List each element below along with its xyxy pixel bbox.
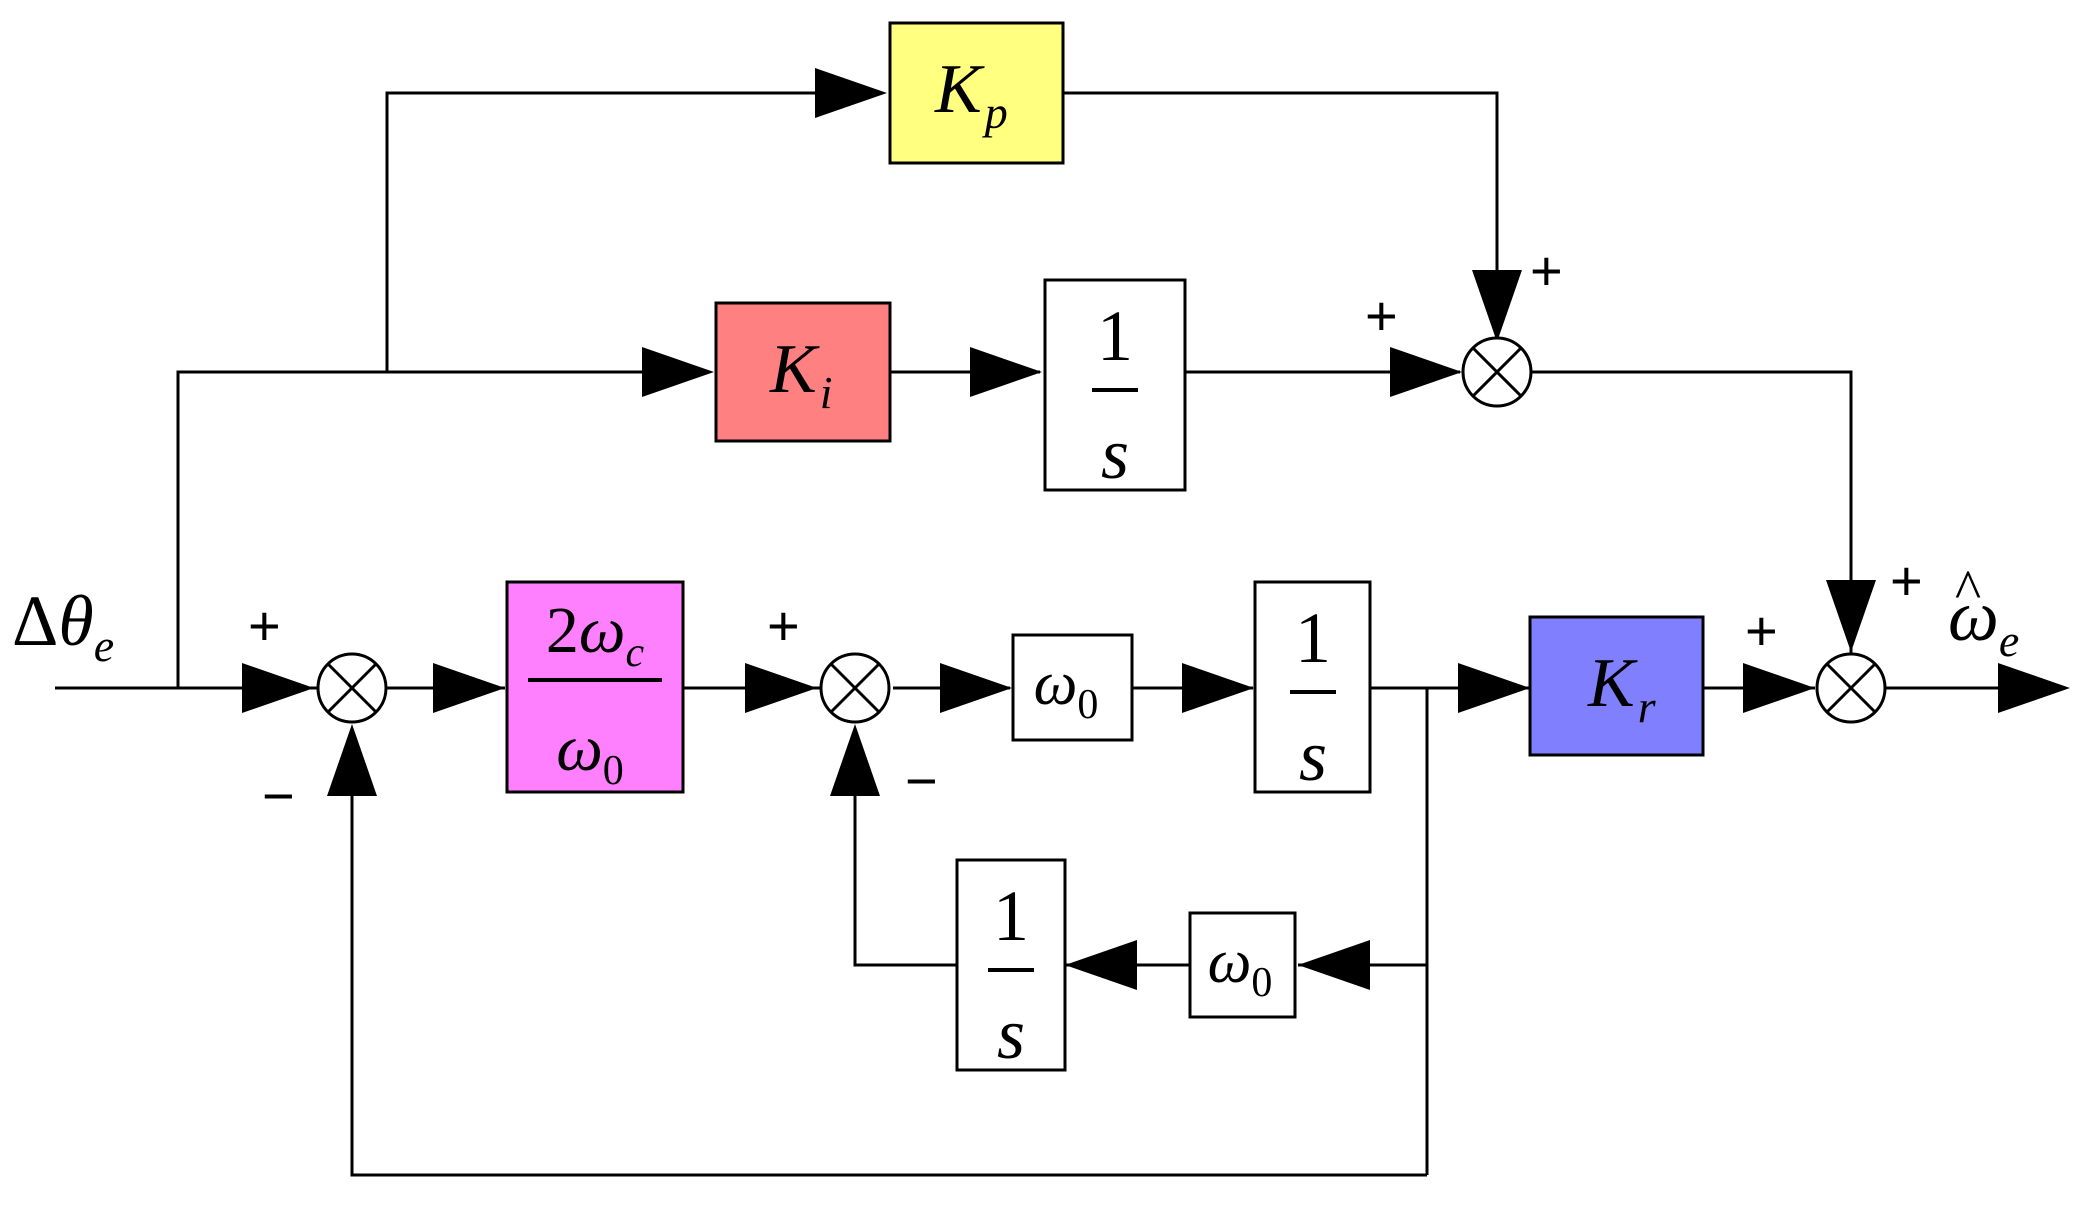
arrow-to-ki xyxy=(642,347,714,397)
output-hat: ^ xyxy=(1955,559,1981,621)
kp-subscript: p xyxy=(982,87,1008,138)
integrator-pi-numerator: 1 xyxy=(1097,296,1133,376)
arrow-to-sum2-bottom xyxy=(830,724,880,796)
sign-labels: + − + − + + + + xyxy=(248,239,1923,827)
svg-text:ω0: ω0 xyxy=(1208,928,1273,1006)
svg-text:Δθe: Δθe xyxy=(12,581,114,671)
sum4-top-plus-sign: + xyxy=(1890,549,1923,612)
pi-sum-output-line xyxy=(1532,370,1853,653)
omega0-feedback-box xyxy=(1188,911,1297,1019)
outer-feedback-line xyxy=(350,760,1427,1177)
arrow-to-sum3-top xyxy=(1472,270,1522,342)
sum3-left-plus-sign: + xyxy=(1365,284,1398,347)
arrow-to-omega0 xyxy=(940,663,1012,713)
arrowheads xyxy=(242,68,2070,990)
arrow-to-integrator-pi xyxy=(970,347,1042,397)
sum1-plus-sign: + xyxy=(248,594,281,657)
arrow-output xyxy=(1998,663,2070,713)
omega0-forward-subscript: 0 xyxy=(1077,682,1098,728)
integrator-feedback-numerator: 1 xyxy=(993,876,1029,956)
arrow-to-sum2 xyxy=(745,663,817,713)
ki-subscript: i xyxy=(820,367,833,418)
summing-junction-4 xyxy=(1815,652,1887,724)
input-subscript: e xyxy=(94,620,114,671)
arrow-to-sum4-left xyxy=(1743,663,1815,713)
kr-box xyxy=(1528,615,1705,757)
integrator-forward-denominator: s xyxy=(1299,716,1327,796)
gain-block: 2ωc ω0 xyxy=(505,580,685,794)
omega0-feedback-symbol: ω xyxy=(1208,928,1252,996)
gain-numerator-subscript: c xyxy=(625,630,644,676)
input-branch-vertical xyxy=(176,370,710,688)
sum2-plus-sign: + xyxy=(767,594,800,657)
integrator-feedback-block: 1 s xyxy=(955,858,1067,1074)
integrator-feedback-denominator: s xyxy=(997,994,1025,1074)
arrow-to-kp xyxy=(815,68,887,118)
svg-text:ω0: ω0 xyxy=(1034,650,1099,728)
arrow-to-omega0-feedback xyxy=(1298,940,1370,990)
integrator-pi-block: 1 s xyxy=(1043,278,1187,494)
svg-text:Ki: Ki xyxy=(769,331,832,418)
omega0-forward-box xyxy=(1011,633,1134,742)
kp-output-line xyxy=(1063,91,1499,343)
integrator-feedback-box xyxy=(955,858,1067,1072)
kr-block: Kr xyxy=(1528,615,1705,757)
integrator-forward-numerator: 1 xyxy=(1295,598,1331,678)
output-subscript: e xyxy=(1999,615,2019,666)
output-symbol: ω xyxy=(1948,576,1999,656)
omega0-feedback-block: ω0 xyxy=(1188,911,1297,1019)
svg-text:Kr: Kr xyxy=(1587,645,1657,732)
gain-numerator-symbol: ω xyxy=(579,594,626,667)
svg-text:ωe: ωe xyxy=(1948,576,2019,666)
input-symbol: θ xyxy=(58,581,93,661)
integrator-forward-box xyxy=(1253,580,1372,794)
svg-text:ω0: ω0 xyxy=(556,712,624,794)
arrow-to-sum1 xyxy=(242,663,314,713)
sum2-minus-sign: − xyxy=(905,749,938,812)
kp-feed-line xyxy=(385,91,880,372)
arrow-to-sum3-left xyxy=(1390,347,1462,397)
sum1-minus-sign: − xyxy=(262,764,295,827)
arrow-to-integrator-feedback xyxy=(1065,940,1137,990)
gain-denominator-subscript: 0 xyxy=(603,748,624,794)
arrow-to-kr xyxy=(1458,663,1530,713)
arrow-to-sum1-bottom xyxy=(327,724,377,796)
ki-symbol: K xyxy=(769,331,820,408)
gain-numerator-coef: 2 xyxy=(546,594,579,667)
kr-subscript: r xyxy=(1638,681,1657,732)
svg-text:Kp: Kp xyxy=(934,51,1008,138)
ki-block: Ki xyxy=(714,301,892,443)
svg-text:2ωc: 2ωc xyxy=(546,594,645,676)
arrow-to-gain xyxy=(433,663,505,713)
integrator-feedback-output-line xyxy=(853,760,957,967)
kr-symbol: K xyxy=(1587,645,1638,722)
arrow-to-integrator-forward xyxy=(1182,663,1254,713)
summing-junction-2 xyxy=(819,652,891,724)
omega0-feedback-subscript: 0 xyxy=(1251,960,1272,1006)
output-label: ^ ωe xyxy=(1948,559,2019,666)
input-delta: Δ xyxy=(12,581,58,661)
ki-box xyxy=(714,301,892,443)
summing-junction-3 xyxy=(1461,336,1533,408)
omega0-forward-symbol: ω xyxy=(1034,650,1078,718)
arrow-to-sum4-top xyxy=(1826,580,1876,652)
integrator-pi-denominator: s xyxy=(1101,414,1129,494)
summing-junction-1 xyxy=(316,652,388,724)
integrator-pi-box xyxy=(1043,278,1187,492)
omega0-forward-block: ω0 xyxy=(1011,633,1134,742)
kp-symbol: K xyxy=(934,51,985,128)
sum3-top-plus-sign: + xyxy=(1530,239,1563,302)
kp-box xyxy=(888,21,1065,165)
kp-block: Kp xyxy=(888,21,1065,165)
gain-box xyxy=(505,580,685,794)
gain-denominator-symbol: ω xyxy=(556,712,603,785)
integrator-forward-block: 1 s xyxy=(1253,580,1372,796)
input-label: Δθe xyxy=(12,581,114,671)
sum4-left-plus-sign: + xyxy=(1745,599,1778,662)
